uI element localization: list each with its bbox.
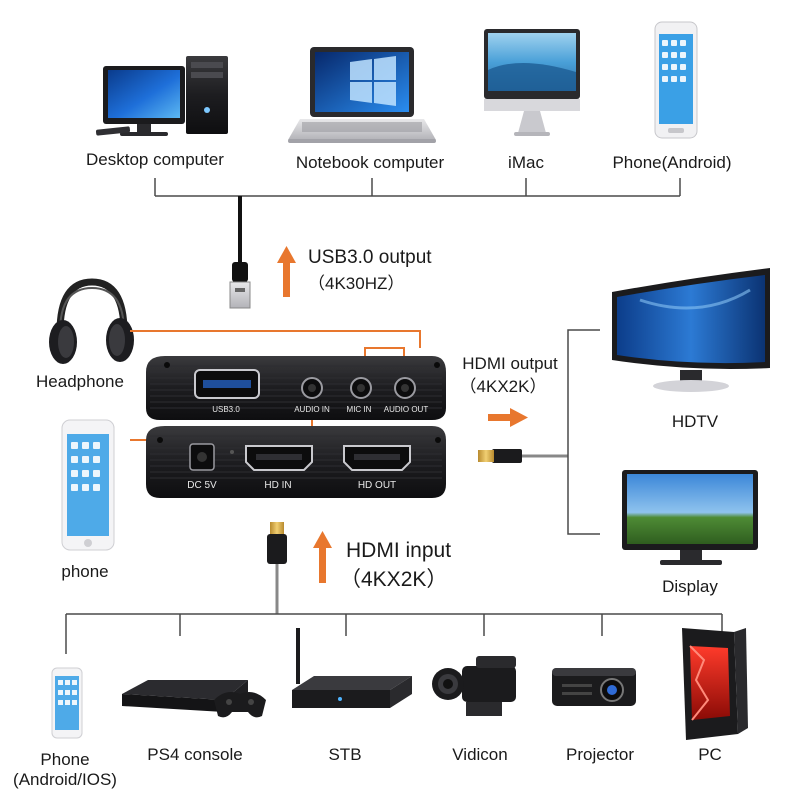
port-label-usb: USB3.0 [212, 405, 240, 414]
hdmi-input-title: HDMI input [346, 539, 452, 562]
ps4-console-icon [122, 680, 266, 718]
label-stb: STB [328, 745, 362, 764]
label-ps4-console: PS4 console [147, 745, 243, 764]
headphone-icon [49, 278, 134, 364]
label-hdtv: HDTV [671, 412, 719, 431]
port-label-audio-out: AUDIO OUT [384, 405, 429, 414]
hdmi-input-spec: （4KX2K） [340, 568, 448, 591]
stb-icon [292, 628, 412, 708]
pc-tower-icon [682, 628, 748, 740]
label-desktop-computer: Desktop computer [86, 150, 224, 169]
android-phone-icon [654, 21, 698, 139]
capture-device-top: USB3.0 AUDIO IN MIC IN AUDIO OUT [146, 356, 446, 420]
bottom-phone-icon [51, 667, 83, 739]
port-label-audio-in: AUDIO IN [294, 405, 330, 414]
label-display: Display [662, 577, 718, 596]
port-label-mic-in: MIC IN [347, 405, 372, 414]
hdmi-output-spec: （4KX2K） [459, 377, 547, 396]
right-bus-lines [567, 329, 600, 535]
usb-output-arrow-icon [277, 246, 296, 297]
hdmi-output-arrow-icon [488, 408, 528, 427]
label-phone-android-ios: Phone (Android/IOS) [13, 750, 117, 789]
port-label-hd-in: HD IN [264, 480, 291, 491]
label-vidicon: Vidicon [452, 745, 508, 764]
usb-output-title: USB3.0 output [308, 247, 432, 268]
port-label-hd-out: HD OUT [358, 480, 396, 491]
notebook-computer-icon [288, 47, 436, 143]
label-phone: phone [61, 562, 109, 581]
label-projector: Projector [565, 745, 635, 764]
label-pc: PC [698, 745, 722, 764]
hdmi-input-cable-icon [267, 522, 287, 614]
desktop-computer-icon [95, 56, 228, 136]
label-imac: iMac [508, 153, 544, 172]
hdmi-input-arrow-icon [313, 531, 332, 583]
vidicon-icon [432, 656, 516, 716]
label-notebook-computer: Notebook computer [295, 153, 445, 172]
bottom-bus-lines [65, 613, 723, 654]
label-headphone: Headphone [36, 372, 124, 391]
hdmi-output-title: HDMI output [462, 354, 558, 373]
port-label-dc: DC 5V [187, 480, 217, 491]
display-icon [622, 470, 758, 565]
projector-icon [552, 668, 636, 706]
hdmi-output-cable-icon [478, 449, 568, 463]
imac-icon [484, 29, 580, 136]
usb-output-spec: （4K30HZ） [308, 274, 405, 293]
hdtv-icon [612, 268, 770, 392]
left-phone-icon [61, 419, 115, 551]
label-phone-android: Phone(Android) [612, 153, 732, 172]
usb-cable-icon [229, 196, 251, 309]
capture-device-bottom: DC 5V HD IN HD OUT [146, 426, 446, 498]
